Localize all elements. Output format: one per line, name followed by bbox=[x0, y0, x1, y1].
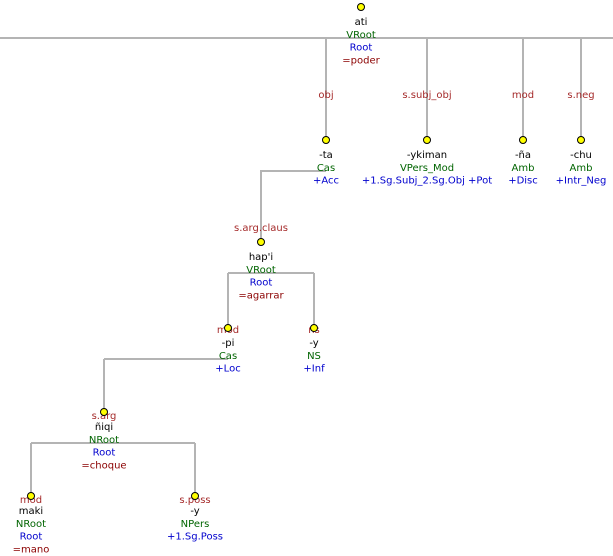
node-dot[interactable] bbox=[310, 324, 318, 332]
node-word-text: -y bbox=[190, 506, 199, 517]
node-translation-text: =choque bbox=[81, 460, 126, 471]
node-dot[interactable] bbox=[191, 492, 199, 500]
node-pos-text: Amb bbox=[512, 163, 535, 174]
node-word-text: -y bbox=[309, 338, 318, 349]
node-pos-text: VRoot bbox=[346, 30, 376, 41]
node-translation-text: =mano bbox=[13, 544, 50, 555]
node-gloss-text: Root bbox=[20, 532, 43, 543]
node-word-text: -chu bbox=[570, 150, 592, 161]
node-gloss-text: +Acc bbox=[313, 176, 339, 187]
edge-label: s.subj_obj bbox=[402, 90, 451, 101]
node-dot[interactable] bbox=[423, 136, 431, 144]
node-word-text: ati bbox=[355, 17, 368, 28]
node-gloss-text: Root bbox=[350, 43, 373, 54]
node-pos-text: Cas bbox=[219, 351, 237, 362]
node-pos-text: VRoot bbox=[246, 265, 276, 276]
edge-label: mod bbox=[512, 90, 534, 101]
node-gloss-text: +Loc bbox=[215, 364, 240, 375]
node-translation-text: =poder bbox=[342, 55, 380, 66]
node-dot[interactable] bbox=[100, 408, 108, 416]
node-word-text: -ta bbox=[319, 150, 333, 161]
node-dot[interactable] bbox=[577, 136, 585, 144]
node-dot[interactable] bbox=[27, 492, 35, 500]
node-word-text: ñiqi bbox=[95, 422, 113, 433]
node-gloss-text: Root bbox=[93, 448, 116, 459]
edge-label: s.neg bbox=[567, 90, 594, 101]
node-word-text: maki bbox=[19, 506, 43, 517]
edges-layer bbox=[0, 37, 613, 496]
edge-label: s.arg.claus bbox=[234, 223, 288, 234]
node-gloss-text: +1.Sg.Subj_2.Sg.Obj +Pot bbox=[362, 176, 492, 187]
edge-label: s.poss bbox=[179, 495, 210, 506]
edge-label: mod bbox=[20, 495, 42, 506]
node-word-text: hap'i bbox=[249, 252, 273, 263]
node-dot[interactable] bbox=[257, 238, 265, 246]
node-word-text: -ykiman bbox=[407, 150, 447, 161]
node-gloss-text: +Inf bbox=[303, 364, 325, 375]
node-dot[interactable] bbox=[519, 136, 527, 144]
node-dot[interactable] bbox=[322, 136, 330, 144]
node-pos-text: NRoot bbox=[16, 519, 46, 530]
node-gloss-text: Root bbox=[250, 278, 273, 289]
node-y1[interactable]: -yNS +Inf bbox=[303, 324, 325, 375]
node-pos-text: VPers_Mod bbox=[400, 163, 454, 174]
node-gloss-text: +1.Sg.Poss bbox=[167, 532, 223, 543]
node-pos-text: Amb bbox=[570, 163, 593, 174]
node-gloss-text: +Intr_Neg bbox=[556, 176, 607, 187]
edge-label: obj bbox=[318, 90, 333, 101]
node-word-text: -ña bbox=[515, 150, 531, 161]
node-dot[interactable] bbox=[224, 324, 232, 332]
node-word-text: -pi bbox=[222, 338, 235, 349]
node-pos-text: Cas bbox=[317, 163, 335, 174]
node-gloss-text: +Disc bbox=[508, 176, 538, 187]
node-pos-text: NPers bbox=[181, 519, 210, 530]
node-translation-text: =agarrar bbox=[238, 290, 284, 301]
nodes-layer: atiVRootRoot=poder-taCas+Acc-ykimanVPers… bbox=[13, 3, 607, 556]
node-pos-text: NS bbox=[307, 351, 321, 362]
edge-label: s.arg bbox=[92, 411, 117, 422]
node-pos-text: NRoot bbox=[89, 435, 119, 446]
node-dot[interactable] bbox=[357, 3, 365, 11]
